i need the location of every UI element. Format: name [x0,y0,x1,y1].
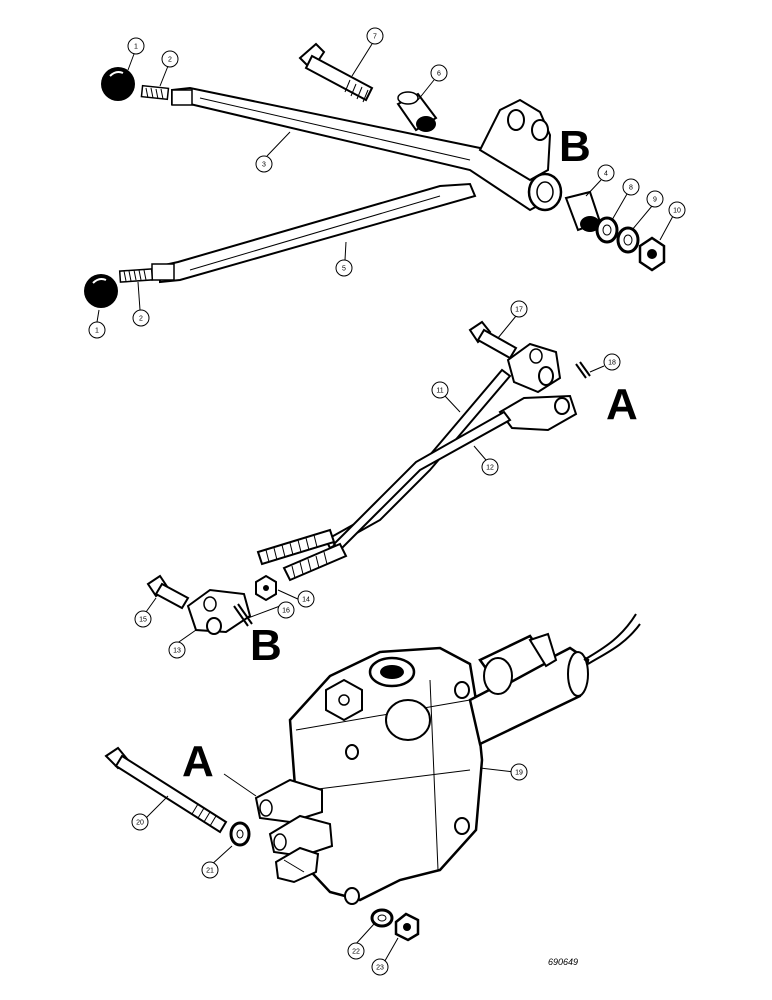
callout-7: 7 [366,27,384,45]
callout-6: 6 [430,64,448,82]
threaded-stud-lower [118,268,154,283]
callout-label: 21 [206,868,214,875]
nut-14 [255,574,277,602]
clevis-upper [506,342,562,394]
bushing-4 [564,190,602,232]
leader-lines [96,43,674,967]
callout-label: 18 [608,360,616,367]
callout-4: 4 [597,164,615,182]
bolt-20 [104,746,228,834]
callout-1-lower: 1 [88,321,106,339]
callout-3: 3 [255,155,273,173]
threaded-end-upper [256,528,336,566]
knob-upper [101,67,135,101]
lever-arm-lower [151,182,477,284]
valve-spool-cylinder [468,632,590,746]
callout-11: 11 [431,381,449,399]
callout-10: 10 [668,201,686,219]
spool-end-upper [254,778,323,824]
callout-label: 13 [173,648,181,655]
callout-2-upper: 2 [161,50,179,68]
nut-23 [394,912,420,942]
rod-11 [324,368,512,550]
upper-lever-assembly [84,42,666,308]
clevis-13 [186,588,252,635]
callout-label: 22 [352,949,360,956]
callout-label: 8 [629,185,633,192]
linkage-rod-assembly [146,320,591,635]
callout-label: 23 [376,965,384,972]
callout-9: 9 [646,190,664,208]
bolt-15 [146,574,190,610]
reference-letter-a-valve: A [182,737,214,786]
callout-label: 2 [139,316,143,323]
callout-label: 14 [302,597,310,604]
reference-letter-b-clevis: B [250,621,282,670]
threaded-stud-upper [140,84,170,101]
callout-label: 1 [95,328,99,335]
nut-10 [638,236,666,272]
callout-23: 23 [371,958,389,976]
callout-19: 19 [510,763,528,781]
callout-label: 11 [436,388,443,395]
cotter-pin-16 [233,603,253,627]
callout-17: 17 [510,300,528,318]
rod-12 [332,410,512,552]
callout-label: 17 [515,307,523,314]
callout-1-upper: 1 [127,37,145,55]
clevis-lower [498,394,578,432]
threaded-end-lower [282,542,348,582]
valve-wire [583,613,641,665]
knob-lower [84,274,118,308]
callout-label: 9 [653,197,657,204]
callout-label: 16 [282,608,290,615]
cotter-pin-18 [575,361,591,379]
callout-label: 4 [604,171,608,178]
callout-8: 8 [622,178,640,196]
washer-22 [370,908,394,928]
callout-label: 6 [437,71,441,78]
callout-20: 20 [131,813,149,831]
grease-fitting [274,846,320,884]
reference-letters: B A B A [182,122,638,786]
reference-letter-a-linkage: A [606,380,638,429]
bushing-6 [396,91,438,132]
reference-letter-b-top: B [559,122,591,171]
callout-13: 13 [168,641,186,659]
lever-bracket [478,98,563,212]
callout-label: 20 [136,820,144,827]
callout-label: 12 [486,465,494,472]
callout-18: 18 [603,353,621,371]
callout-label: 19 [515,770,523,777]
washer-9 [616,226,640,254]
valve-body-19 [288,646,484,905]
callout-label: 1 [134,44,138,51]
callout-label: 7 [373,34,377,41]
callout-22: 22 [347,942,365,960]
callout-label: 5 [342,266,346,273]
callout-label: 15 [139,617,147,624]
callout-5: 5 [335,259,353,277]
washer-8 [595,216,619,244]
callout-label: 10 [673,208,681,215]
callout-list: 1 2 7 6 3 4 8 9 [88,27,686,976]
callout-label: 2 [168,57,172,64]
bolt-7 [298,42,374,103]
spool-end-lower [268,814,334,858]
callout-2-lower: 2 [132,309,150,327]
callout-16: 16 [277,601,295,619]
callout-21: 21 [201,861,219,879]
callout-label: 3 [262,162,266,169]
washer-21 [229,821,251,847]
callout-15: 15 [134,610,152,628]
figure-code: 690649 [548,957,578,967]
callout-12: 12 [481,458,499,476]
control-valve-assembly [104,613,641,942]
callout-14: 14 [297,590,315,608]
bolt-17 [468,320,518,360]
